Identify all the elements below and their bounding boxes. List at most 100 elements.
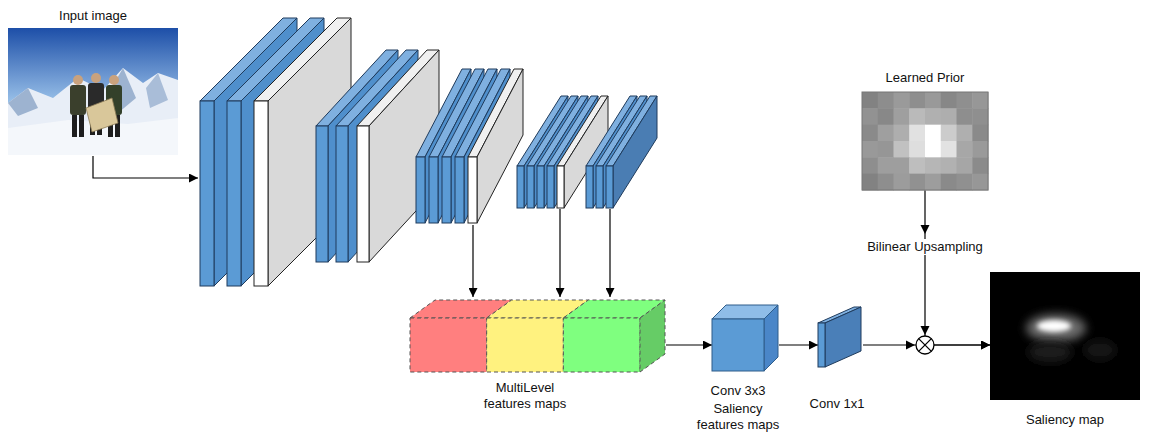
saliency-faint [1084,340,1116,360]
prior-cell [972,141,988,158]
slab-front [442,157,451,223]
connector-arrow [925,190,990,345]
connector-arrow [779,344,818,345]
prior-cell [925,92,941,109]
mountain-shade [146,73,168,108]
prior-cell [894,108,910,125]
prior-cell [909,125,925,142]
image-title: Input image [8,8,178,24]
sky [8,28,178,155]
slab-front [557,166,564,208]
slab-side [613,96,657,208]
prior-cell [862,174,878,191]
prior-cell [862,141,878,158]
feature-front [487,318,564,372]
person [70,75,86,137]
feature-front [410,318,487,372]
saliency-glow [1026,314,1086,342]
node-shape [8,28,178,155]
saliency-output: Saliency map [990,272,1140,432]
operator-circle [916,336,934,354]
feature-front [563,318,640,372]
slab-front [606,166,613,208]
arrowhead [906,341,915,350]
connector-arrow [666,344,712,345]
feature-arrow [472,225,473,297]
prior-cell [941,141,957,158]
person-head [73,75,83,85]
slab-front [586,166,593,208]
prior-cell [878,92,894,109]
prior-cell [862,157,878,174]
node-shape [408,298,667,374]
prior-cell [925,141,941,158]
slab-front [547,166,554,208]
prior-cell [972,174,988,191]
stack-label: MultiLevel features maps [475,380,575,412]
prior-cell [909,108,925,125]
prior-cell [909,141,925,158]
slab-front [455,157,464,223]
node-shape [990,272,1140,400]
prior-cell [894,141,910,158]
saliency-faint [1028,342,1072,362]
prior-cell [909,174,925,191]
slab-front [336,126,348,262]
prior-cell [894,157,910,174]
prior-cell [957,174,973,191]
mountains [8,68,178,155]
prior-cell [957,108,973,125]
person-body [70,85,86,115]
prior-cell [972,92,988,109]
image-title: Learned Prior [862,70,988,86]
prior-cell [878,125,894,142]
prior-cell [894,174,910,191]
prior-cell [878,108,894,125]
node-shape [711,305,779,371]
saliency-blob [1037,320,1071,332]
prior-border [862,92,988,190]
prior-cell [941,157,957,174]
slab-front [527,166,534,208]
cube-side [764,305,778,371]
prior-cell [925,157,941,174]
layer-label: Conv 1x1 [802,396,872,412]
prior-cell [925,174,941,191]
prior-cell [957,125,973,142]
slab-front [537,166,544,208]
operator-cross [919,339,932,352]
slab-front [468,157,477,223]
prior-cell [894,92,910,109]
prior-cell [972,125,988,142]
slab-front [416,157,425,223]
prior-cell [878,141,894,158]
feature-arrow [559,209,560,297]
prior-cell [941,92,957,109]
prior-cell [957,92,973,109]
slab-front [316,126,328,262]
conv-cube: Conv 3x3Saliency features maps [695,305,795,437]
conv-block [586,96,657,208]
input-image: Input image [8,8,178,158]
feature-side [640,300,665,372]
prior-cell [972,108,988,125]
slab-front [227,101,241,286]
prior-cell [941,125,957,142]
conv-slab: Conv 1x1 [805,306,875,416]
slab-front [254,101,268,286]
feature-stack [410,300,665,372]
prior-cell [941,174,957,191]
node-shape [862,92,988,190]
slab-side [477,69,523,223]
slab-side [268,18,351,286]
prior-map: Learned Prior [862,70,988,192]
prior-cell [894,125,910,142]
slab-front [596,166,603,208]
prior-cell [878,174,894,191]
prior-cell [972,157,988,174]
prior-cell [957,141,973,158]
arrowhead [921,225,930,234]
person-leg [79,115,84,137]
